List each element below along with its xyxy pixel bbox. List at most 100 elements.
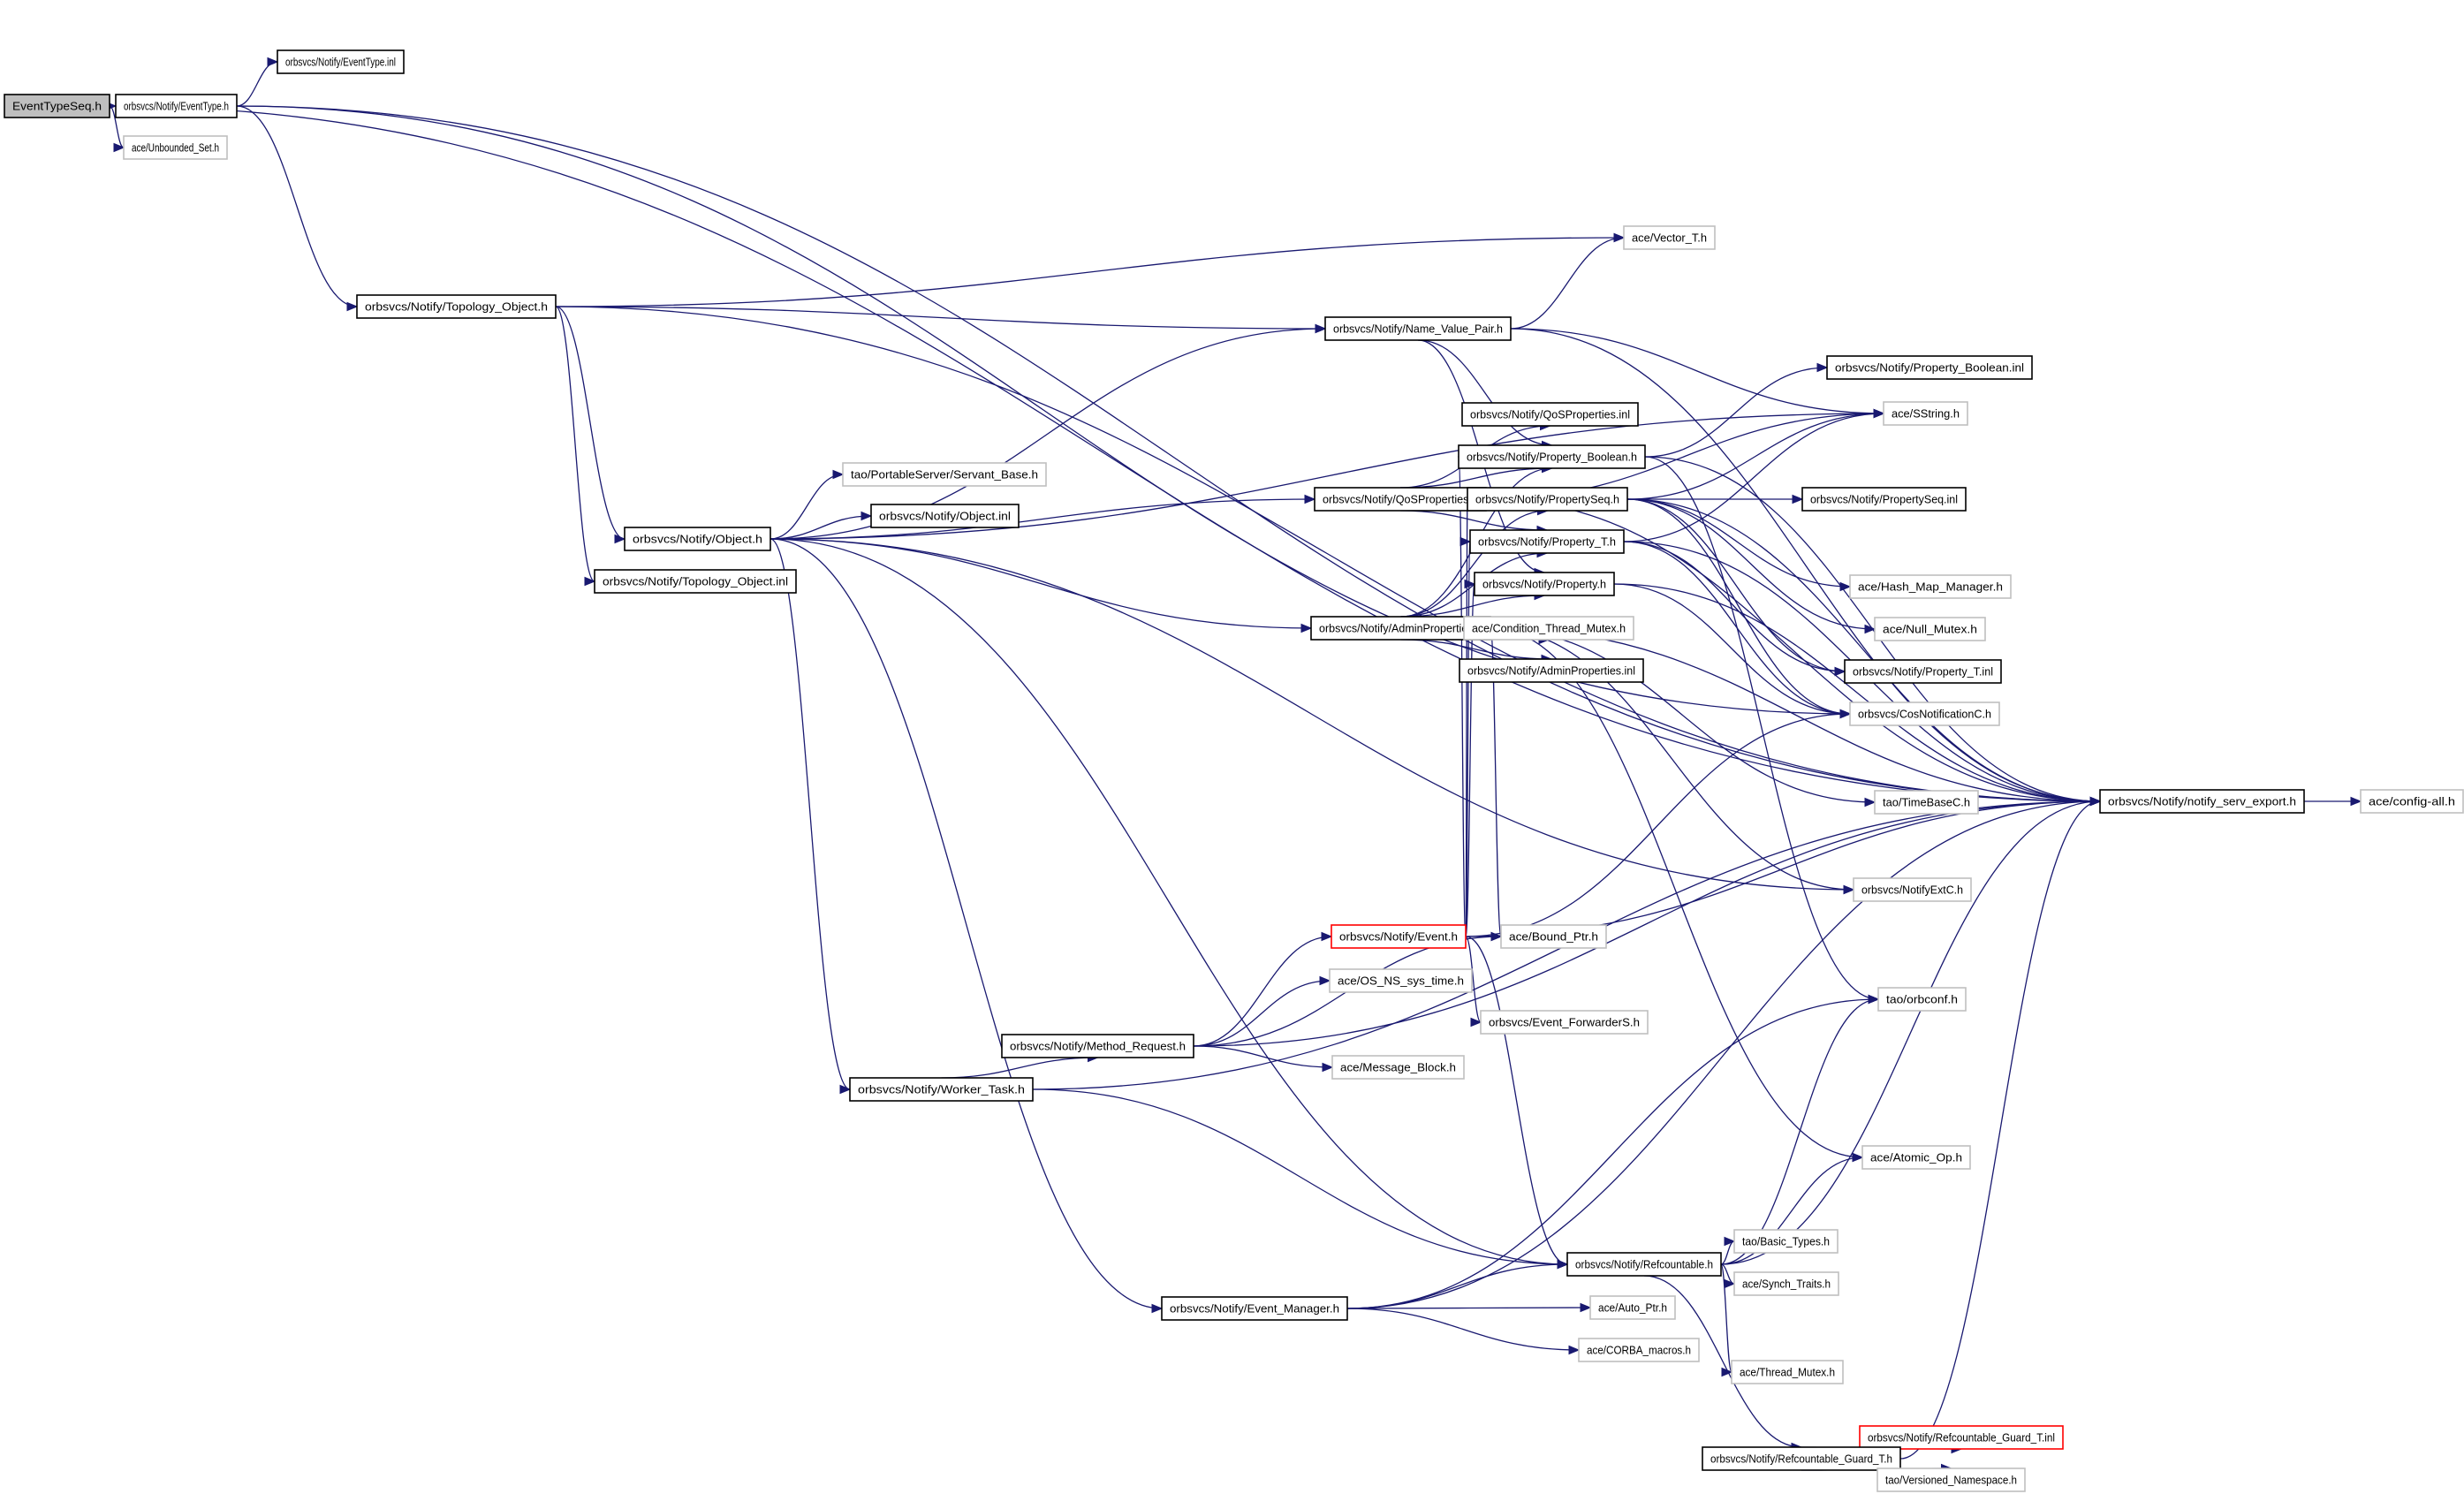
node-orbsvcs-notify-adminproperties-inl[interactable]: orbsvcs/Notify/AdminProperties.inl <box>1459 658 1644 683</box>
node-ace-os-ns-sys-time-h: ace/OS_NS_sys_time.h <box>1329 968 1473 993</box>
arrowhead-icon <box>1322 1062 1334 1073</box>
node-box <box>1589 1295 1676 1320</box>
edge-orbsvcs-notify-topology-object-h-to-orbsvcs-notify-object-h <box>555 306 625 540</box>
node-box <box>1733 1271 1839 1296</box>
node-orbsvcs-notify-method-request-h[interactable]: orbsvcs/Notify/Method_Request.h <box>1001 1034 1194 1058</box>
edge-orbsvcs-notify-eventtype-h-to-orbsvcs-notify-notify-serv-export-h <box>236 105 2101 802</box>
node-orbsvcs-notify-refcountable-guard-t-h[interactable]: orbsvcs/Notify/Refcountable_Guard_T.h <box>1702 1446 1901 1471</box>
edge-orbsvcs-notify-property-boolean-h-to-orbsvcs-notify-property-boolean-inl <box>1644 367 1828 458</box>
node-orbsvcs-notify-topology-object-h[interactable]: orbsvcs/Notify/Topology_Object.h <box>356 294 557 319</box>
edge-orbsvcs-notify-refcountable-guard-t-h-to-orbsvcs-notify-notify-serv-export-h <box>1899 800 2101 1460</box>
node-label: orbsvcs/Notify/Property.h <box>1482 578 1606 591</box>
arrowhead-icon <box>584 576 596 587</box>
node-tao-basic-types-h: tao/Basic_Types.h <box>1733 1229 1839 1254</box>
arrowhead-icon <box>1724 1236 1736 1247</box>
node-orbsvcs-notify-qosproperties-h[interactable]: orbsvcs/Notify/QoSProperties.h <box>1314 487 1487 512</box>
node-box <box>1459 658 1644 683</box>
node-label: ace/Thread_Mutex.h <box>1740 1366 1835 1379</box>
node-box <box>1877 987 1967 1012</box>
node-label: tao/orbconf.h <box>1886 993 1958 1006</box>
arrowhead-icon <box>1464 579 1476 589</box>
edge-orbsvcs-notify-qosproperties-h-to-orbsvcs-notify-property-boolean-h <box>1399 467 1552 489</box>
node-box <box>1480 1010 1649 1035</box>
node-orbsvcs-notify-object-inl[interactable]: orbsvcs/Notify/Object.inl <box>870 504 1020 528</box>
node-box <box>1874 617 1986 641</box>
node-label: EventTypeSeq.h <box>12 100 102 113</box>
edge-orbsvcs-notify-object-h-to-orbsvcs-notify-qosproperties-h <box>770 498 1315 540</box>
node-orbsvcs-notify-propertyseq-inl[interactable]: orbsvcs/Notify/PropertySeq.inl <box>1801 487 1967 512</box>
edge-orbsvcs-notify-propertyseq-h-to-orbsvcs-cosnotificationc-h <box>1626 498 1851 715</box>
node-orbsvcs-notify-eventtype-h[interactable]: orbsvcs/Notify/EventType.h <box>115 94 238 118</box>
arrowhead-icon <box>1580 1302 1592 1313</box>
node-orbsvcs-notify-property-t-inl[interactable]: orbsvcs/Notify/Property_T.inl <box>1844 659 2002 684</box>
edge-orbsvcs-notify-name-value-pair-h-to-orbsvcs-notify-notify-serv-export-h <box>1510 328 2101 802</box>
node-orbsvcs-notify-eventtype-inl[interactable]: orbsvcs/Notify/EventType.inl <box>277 49 405 74</box>
node-orbsvcs-notify-adminproperties-h[interactable]: orbsvcs/Notify/AdminProperties.h <box>1310 616 1491 641</box>
node-orbsvcs-notify-object-h[interactable]: orbsvcs/Notify/Object.h <box>624 527 771 551</box>
node-box <box>1859 1425 2064 1450</box>
node-ace-unbounded-set-h: ace/Unbounded_Set.h <box>123 135 228 160</box>
edge-orbsvcs-notify-event-manager-h-to-orbsvcs-notify-refcountable-h <box>1346 1263 1568 1309</box>
node-label: orbsvcs/Notify/AdminProperties.inl <box>1467 664 1635 678</box>
node-label: tao/Basic_Types.h <box>1742 1235 1830 1248</box>
node-label: orbsvcs/Notify/Property_Boolean.inl <box>1835 361 2024 375</box>
node-orbsvcs-notify-event-manager-h[interactable]: orbsvcs/Notify/Event_Manager.h <box>1161 1296 1348 1321</box>
node-box <box>1702 1446 1901 1471</box>
node-box <box>2360 789 2464 814</box>
node-label: ace/OS_NS_sys_time.h <box>1338 975 1464 988</box>
node-orbsvcs-notify-event-h[interactable]: orbsvcs/Notify/Event.h <box>1331 924 1467 949</box>
node-orbsvcs-notify-topology-object-inl[interactable]: orbsvcs/Notify/Topology_Object.inl <box>594 569 797 594</box>
edge-orbsvcs-notify-object-h-to-orbsvcs-notifyextc-h <box>770 538 1854 891</box>
edge-orbsvcs-notify-eventtype-h-to-orbsvcs-notify-topology-object-h <box>236 105 358 307</box>
node-label: ace/Message_Block.h <box>1340 1061 1456 1074</box>
node-label: orbsvcs/Notify/AdminProperties.h <box>1319 622 1482 635</box>
node-orbsvcs-notify-property-t-h[interactable]: orbsvcs/Notify/Property_T.h <box>1469 529 1625 554</box>
node-box <box>1331 1055 1465 1080</box>
node-box <box>1467 487 1628 512</box>
arrowhead-icon <box>839 1084 852 1095</box>
edge-orbsvcs-notify-property-h-to-orbsvcs-notify-notify-serv-export-h <box>1613 583 2101 802</box>
node-box <box>1458 444 1646 469</box>
node-label: ace/Bound_Ptr.h <box>1509 930 1598 944</box>
node-ace-sstring-h: ace/SString.h <box>1883 401 1968 426</box>
node-label: ace/Synch_Traits.h <box>1742 1278 1831 1291</box>
node-box <box>1474 572 1615 596</box>
edge-orbsvcs-notify-object-h-to-orbsvcs-notify-worker-task-h <box>770 538 851 1090</box>
node-orbsvcs-notify-propertyseq-h[interactable]: orbsvcs/Notify/PropertySeq.h <box>1467 487 1628 512</box>
node-ace-condition-thread-mutex-h: ace/Condition_Thread_Mutex.h <box>1463 616 1634 641</box>
node-orbsvcs-notify-worker-task-h[interactable]: orbsvcs/Notify/Worker_Task.h <box>849 1077 1034 1102</box>
arrowhead-icon <box>1304 494 1316 504</box>
edge-orbsvcs-notify-object-h-to-orbsvcs-notify-event-manager-h <box>770 538 1163 1309</box>
node-orbsvcs-notify-property-h[interactable]: orbsvcs/Notify/Property.h <box>1474 572 1615 596</box>
edge-orbsvcs-notify-event-manager-h-to-tao-orbconf-h <box>1346 998 1879 1309</box>
node-label: orbsvcs/Notify/Topology_Object.h <box>365 300 548 314</box>
edge-orbsvcs-notify-refcountable-h-to-ace-thread-mutex-h <box>1720 1263 1732 1373</box>
node-orbsvcs-notify-qosproperties-inl[interactable]: orbsvcs/Notify/QoSProperties.inl <box>1461 402 1639 427</box>
node-orbsvcs-notify-notify-serv-export-h[interactable]: orbsvcs/Notify/notify_serv_export.h <box>2099 789 2305 814</box>
edge-orbsvcs-notify-refcountable-h-to-tao-orbconf-h <box>1720 998 1879 1265</box>
node-orbsvcs-notify-refcountable-h[interactable]: orbsvcs/Notify/Refcountable.h <box>1566 1252 1722 1277</box>
node-label: tao/PortableServer/Servant_Base.h <box>851 468 1038 482</box>
node-box <box>1324 316 1512 341</box>
node-eventtypeseq-h[interactable]: EventTypeSeq.h <box>4 94 110 118</box>
node-orbsvcs-notify-refcountable-guard-t-inl[interactable]: orbsvcs/Notify/Refcountable_Guard_T.inl <box>1859 1425 2064 1450</box>
edge-orbsvcs-notify-topology-object-h-to-orbsvcs-notify-notify-serv-export-h <box>555 306 2101 802</box>
node-label: orbsvcs/NotifyExtC.h <box>1861 884 1963 897</box>
node-label: tao/TimeBaseC.h <box>1883 796 1970 809</box>
node-orbsvcs-notify-property-boolean-inl[interactable]: orbsvcs/Notify/Property_Boolean.inl <box>1826 355 2033 380</box>
edge-orbsvcs-notify-event-h-to-orbsvcs-notify-property-boolean-h <box>1458 456 1467 937</box>
edge-orbsvcs-notify-event-h-to-orbsvcs-notify-propertyseq-h <box>1465 498 1468 937</box>
node-label: orbsvcs/Notify/Refcountable.h <box>1575 1258 1713 1271</box>
edge-orbsvcs-notify-propertyseq-h-to-ace-sstring-h <box>1626 413 1884 500</box>
edge-orbsvcs-notify-name-value-pair-h-to-ace-vector-t-h <box>1510 237 1625 330</box>
arrowhead-icon <box>1864 797 1876 808</box>
edge-orbsvcs-notify-method-request-h-to-ace-os-ns-sys-time-h <box>1193 980 1331 1047</box>
node-orbsvcs-notify-name-value-pair-h[interactable]: orbsvcs/Notify/Name_Value_Pair.h <box>1324 316 1512 341</box>
node-box <box>1463 616 1634 641</box>
arrowhead-icon <box>1319 975 1331 986</box>
node-ace-bound-ptr-h: ace/Bound_Ptr.h <box>1500 924 1607 949</box>
node-orbsvcs-notify-property-boolean-h[interactable]: orbsvcs/Notify/Property_Boolean.h <box>1458 444 1646 469</box>
node-box <box>277 49 405 74</box>
node-label: ace/SString.h <box>1892 407 1960 421</box>
edge-orbsvcs-notify-refcountable-h-to-ace-atomic-op-h <box>1720 1157 1863 1265</box>
